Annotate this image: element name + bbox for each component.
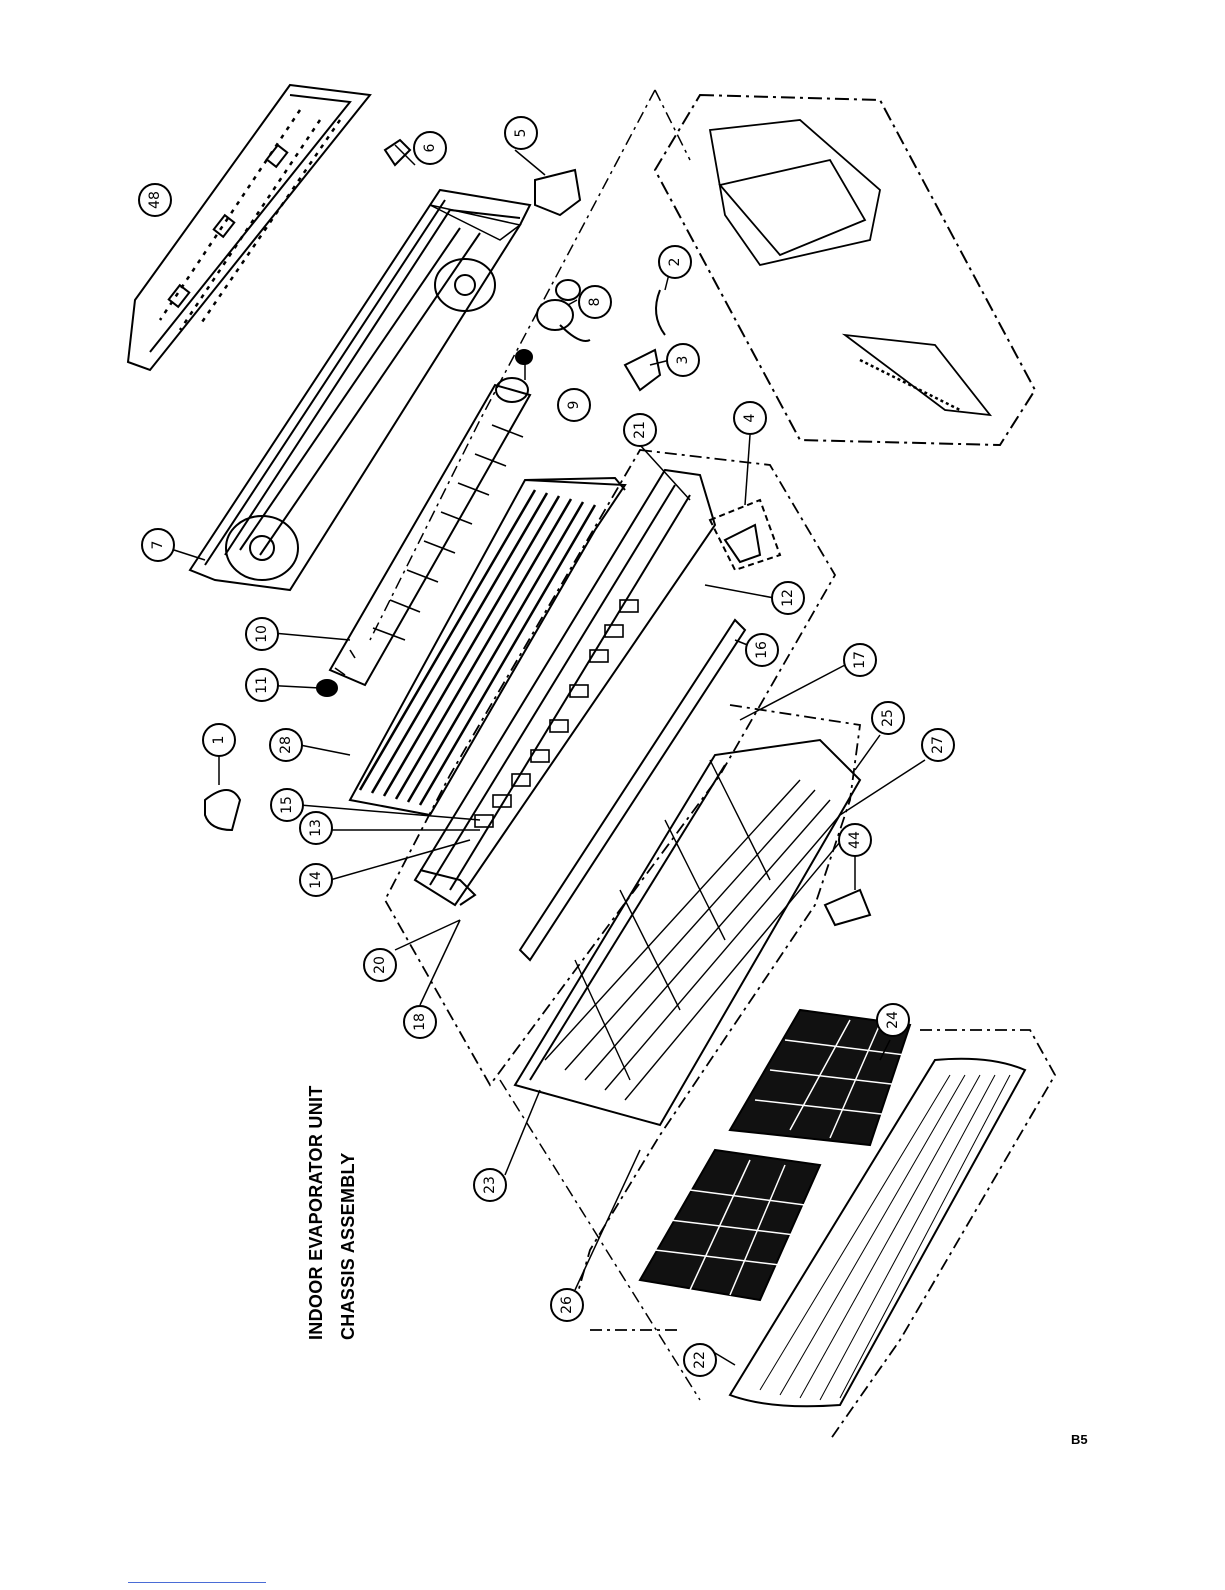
crossflow-fan [330,378,530,685]
callout-8: 8 [587,298,603,307]
chassis-frame [190,190,530,590]
page-code: B5 [1071,1432,1088,1447]
evaporator-coil [350,478,625,815]
air-filter-left [640,1150,820,1300]
sensor-holder [625,350,660,390]
callout-5: 5 [513,129,529,138]
title-line-2: CHASSIS ASSEMBLY [332,1085,364,1340]
callout-28: 28 [278,736,294,754]
callout-12: 12 [780,589,796,607]
callout-27: 27 [930,736,946,754]
callout-10: 10 [254,625,270,643]
mounting-plate [128,85,370,370]
callout-7: 7 [150,541,166,550]
control-box [710,120,990,415]
vane-assembly-boundary [385,450,835,1085]
callout-9: 9 [566,401,582,410]
motor-mount [516,350,532,364]
callout-3: 3 [675,356,691,365]
callout-2: 2 [667,258,683,267]
footer-rule [128,1582,266,1583]
callout-13: 13 [308,819,324,837]
callout-22: 22 [692,1351,708,1369]
label-card [825,890,870,925]
control-box-boundary [655,95,1035,445]
callout-44: 44 [847,831,863,849]
cover-clip [205,790,240,830]
callout-23: 23 [482,1176,498,1194]
callout-6: 6 [422,143,438,152]
title-line-1: INDOOR EVAPORATOR UNIT [300,1085,332,1340]
callout-1: 1 [211,736,227,745]
callout-26: 26 [559,1296,575,1314]
diagram-title: INDOOR EVAPORATOR UNIT CHASSIS ASSEMBLY [300,1085,364,1340]
horizontal-louver [520,620,745,960]
callout-15: 15 [279,796,295,814]
callout-14: 14 [308,871,324,889]
side-cover [535,170,580,215]
callout-24: 24 [885,1011,901,1029]
callout-20: 20 [372,956,388,974]
wire-clip [385,140,410,165]
sensor-clip [656,290,665,335]
callout-11: 11 [254,676,270,694]
callout-16: 16 [754,641,770,659]
stepping-motor [710,500,780,570]
callout-18: 18 [412,1013,428,1031]
callout-4: 4 [742,413,758,422]
callout-17: 17 [852,651,868,669]
callout-25: 25 [880,709,896,727]
callout-48: 48 [147,191,163,209]
callout-21: 21 [632,421,648,439]
